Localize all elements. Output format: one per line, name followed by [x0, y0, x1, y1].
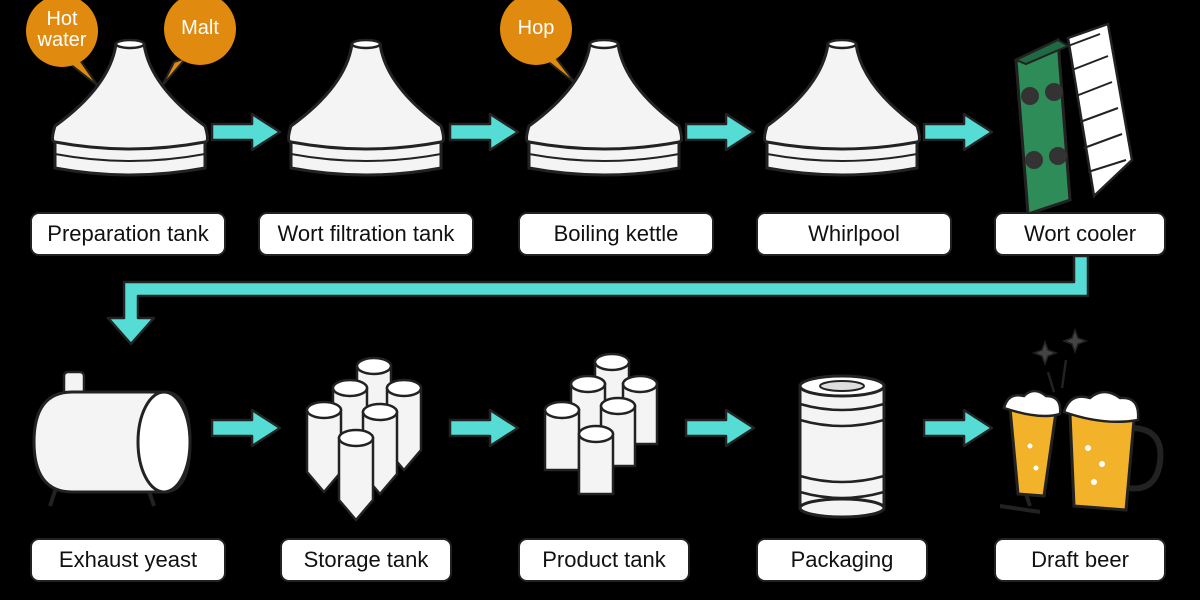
arrow-2 — [448, 112, 520, 152]
label-boiling-kettle: Boiling kettle — [518, 212, 714, 256]
label-exhaust-yeast: Exhaust yeast — [30, 538, 226, 582]
connector-arrow — [106, 254, 1090, 346]
label-packaging: Packaging — [756, 538, 928, 582]
arrow-1 — [210, 112, 282, 152]
hop-bubble-icon — [500, 0, 577, 85]
hop-label: Hop — [517, 17, 555, 39]
wort-filtration-tank-icon — [287, 38, 445, 177]
keg-icon — [798, 374, 886, 519]
arrow-5 — [210, 408, 282, 448]
exhaust-yeast-tank-icon — [32, 370, 192, 507]
label-preparation-tank: Preparation tank — [30, 212, 226, 256]
beer-mugs-icon — [999, 327, 1164, 514]
malt-label: Malt — [181, 17, 219, 39]
whirlpool-icon — [763, 38, 921, 177]
storage-tank-icon — [305, 356, 423, 522]
label-storage-tank: Storage tank — [280, 538, 452, 582]
label-whirlpool: Whirlpool — [756, 212, 952, 256]
arrow-6 — [448, 408, 520, 448]
hot-water-label: Hot water — [37, 8, 87, 51]
product-tank-icon — [543, 352, 659, 496]
arrow-3 — [684, 112, 756, 152]
wort-cooler-icon — [1013, 22, 1134, 217]
malt-bubble-icon — [161, 0, 236, 87]
label-wort-cooler: Wort cooler — [994, 212, 1166, 256]
label-product-tank: Product tank — [518, 538, 690, 582]
arrow-4 — [922, 112, 994, 152]
hot-water-bubble-icon — [26, 0, 99, 87]
label-wort-filtration-tank: Wort filtration tank — [258, 212, 474, 256]
arrow-7 — [684, 408, 756, 448]
arrow-8 — [922, 408, 994, 448]
label-draft-beer: Draft beer — [994, 538, 1166, 582]
